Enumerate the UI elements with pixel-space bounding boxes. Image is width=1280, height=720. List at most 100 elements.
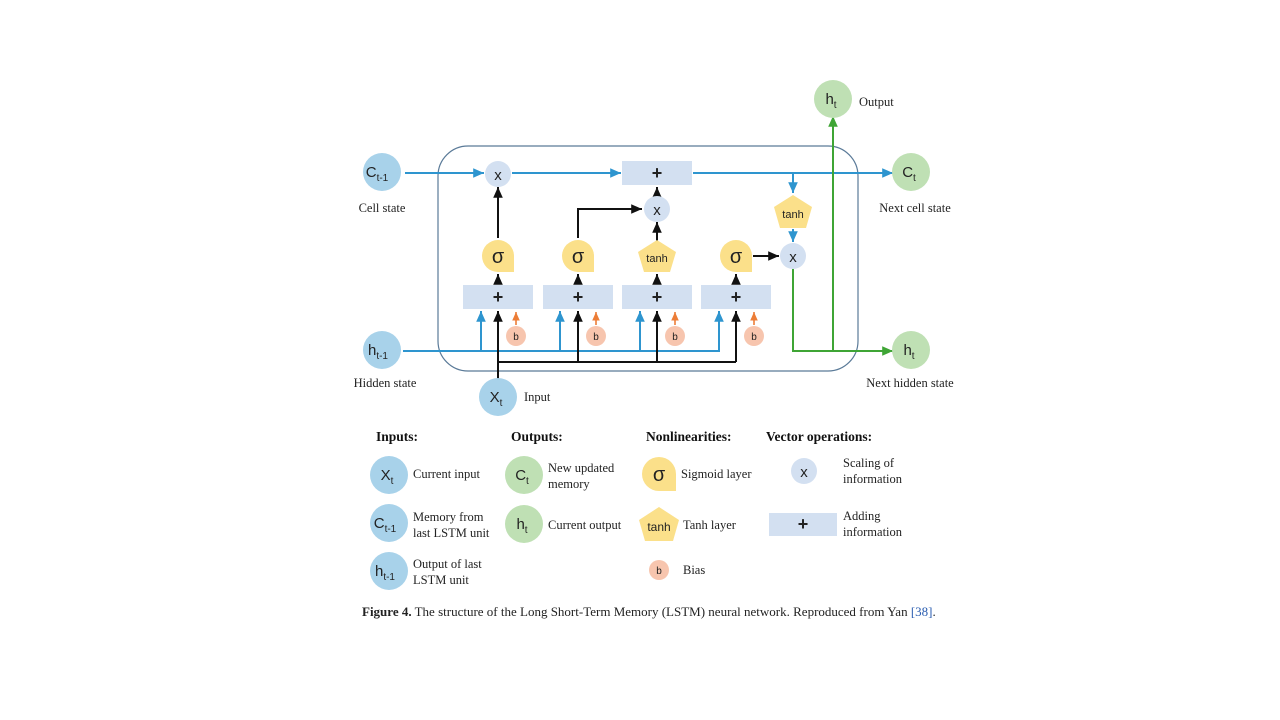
svg-text:Next cell state: Next cell state [879, 201, 951, 215]
legend-nonlinearities-title: Nonlinearities: [646, 429, 732, 444]
add-box-output: + [701, 285, 771, 309]
svg-text:New updated: New updated [548, 461, 615, 475]
svg-text:ht-1: ht-1 [375, 563, 395, 583]
caption-end: . [932, 604, 936, 619]
svg-text:b: b [513, 332, 519, 343]
svg-text:σ: σ [730, 246, 743, 268]
figure-caption: Figure 4. The structure of the Long Shor… [362, 602, 962, 621]
node-h-prev: ht-1 Hidden state [354, 331, 417, 390]
svg-text:Scaling of: Scaling of [843, 456, 895, 470]
svg-text:Xt: Xt [381, 467, 394, 487]
svg-text:tanh: tanh [647, 520, 670, 534]
svg-text:last LSTM unit: last LSTM unit [413, 526, 490, 540]
bias-2: b [586, 326, 606, 346]
svg-text:tanh: tanh [782, 209, 803, 221]
node-h-t-next: ht Next hidden state [866, 331, 954, 390]
legend-tanh: tanh Tanh layer [639, 507, 737, 541]
legend-input-c-prev: Ct-1 Memory from last LSTM unit [370, 504, 490, 542]
svg-text:Bias: Bias [683, 563, 705, 577]
svg-text:Current input: Current input [413, 467, 481, 481]
bias-3: b [665, 326, 685, 346]
multiply-input: x [644, 196, 670, 222]
svg-text:b: b [656, 566, 662, 577]
svg-text:x: x [800, 464, 808, 481]
svg-text:ht: ht [825, 91, 836, 111]
svg-text:ht: ht [516, 516, 527, 536]
bias-4: b [744, 326, 764, 346]
multiply-forget: x [485, 161, 511, 187]
node-c-t: Ct Next cell state [879, 153, 951, 215]
svg-text:Memory from: Memory from [413, 510, 484, 524]
multiply-output: x [780, 243, 806, 269]
svg-text:Xt: Xt [490, 389, 503, 409]
svg-text:x: x [494, 167, 502, 184]
svg-text:Current output: Current output [548, 518, 622, 532]
svg-text:Cell state: Cell state [359, 201, 406, 215]
svg-text:Ct: Ct [515, 467, 529, 487]
svg-text:Sigmoid layer: Sigmoid layer [681, 467, 752, 481]
svg-text:ht: ht [903, 342, 914, 362]
legend-bias: b Bias [649, 560, 705, 580]
add-box-input: + [543, 285, 613, 309]
svg-text:Ct: Ct [902, 164, 916, 184]
svg-text:Adding: Adding [843, 509, 881, 523]
svg-text:Input: Input [524, 390, 551, 404]
tanh-candidate: tanh [638, 240, 676, 272]
figure-label: Figure 4. [362, 604, 412, 619]
lstm-cell-box [437, 145, 859, 372]
svg-text:+: + [798, 514, 809, 534]
svg-text:σ: σ [492, 246, 505, 268]
legend-output-c-t: Ct New updated memory [505, 456, 615, 494]
sigmoid-input: σ [562, 240, 594, 272]
svg-text:Hidden state: Hidden state [354, 376, 417, 390]
svg-text:information: information [843, 472, 903, 486]
svg-text:memory: memory [548, 477, 590, 491]
svg-text:Next hidden state: Next hidden state [866, 376, 954, 390]
svg-text:+: + [731, 287, 742, 307]
node-x-t: Xt Input [479, 378, 551, 416]
bias-1: b [506, 326, 526, 346]
legend-sigmoid: σ Sigmoid layer [642, 457, 752, 491]
svg-text:Ct-1: Ct-1 [366, 164, 389, 184]
tanh-cell: tanh [774, 195, 812, 228]
svg-text:LSTM unit: LSTM unit [413, 573, 469, 587]
svg-text:Ct-1: Ct-1 [374, 515, 397, 535]
legend-vector-ops-title: Vector operations: [766, 429, 872, 444]
sigma2-to-mult [577, 204, 642, 238]
svg-text:b: b [593, 332, 599, 343]
caption-text: The structure of the Long Short-Term Mem… [411, 604, 911, 619]
svg-text:ht-1: ht-1 [368, 342, 388, 362]
svg-text:b: b [672, 332, 678, 343]
legend-outputs-title: Outputs: [511, 429, 563, 444]
caption-reference-link[interactable]: [38] [910, 604, 933, 619]
svg-text:+: + [652, 287, 663, 307]
add-box-candidate: + [622, 285, 692, 309]
svg-text:b: b [751, 332, 757, 343]
add-box-cell: + [622, 161, 692, 185]
svg-text:+: + [652, 163, 663, 183]
node-c-prev: Ct-1 Cell state [359, 153, 406, 215]
svg-text:Tanh layer: Tanh layer [683, 518, 737, 532]
svg-text:Output: Output [859, 95, 894, 109]
svg-text:σ: σ [572, 246, 585, 268]
svg-text:+: + [573, 287, 584, 307]
legend-output-h-t: ht Current output [505, 505, 622, 543]
output-green-line [792, 269, 893, 356]
connections [403, 116, 893, 380]
legend-input-xt: Xt Current input [370, 456, 481, 494]
legend-adding: + Adding information [769, 509, 903, 539]
add-box-forget: + [463, 285, 533, 309]
legend-input-h-prev: ht-1 Output of last LSTM unit [370, 552, 482, 590]
svg-text:σ: σ [653, 464, 666, 486]
sigmoid-output: σ [720, 240, 752, 272]
legend: Inputs: Xt Current input Ct-1 Memory fro… [370, 429, 903, 590]
svg-text:Output of last: Output of last [413, 557, 482, 571]
svg-text:x: x [653, 202, 661, 219]
svg-text:+: + [493, 287, 504, 307]
legend-scaling: x Scaling of information [791, 456, 903, 486]
legend-inputs-title: Inputs: [376, 429, 418, 444]
svg-text:x: x [789, 249, 797, 266]
svg-text:tanh: tanh [646, 253, 667, 265]
svg-text:information: information [843, 525, 903, 539]
